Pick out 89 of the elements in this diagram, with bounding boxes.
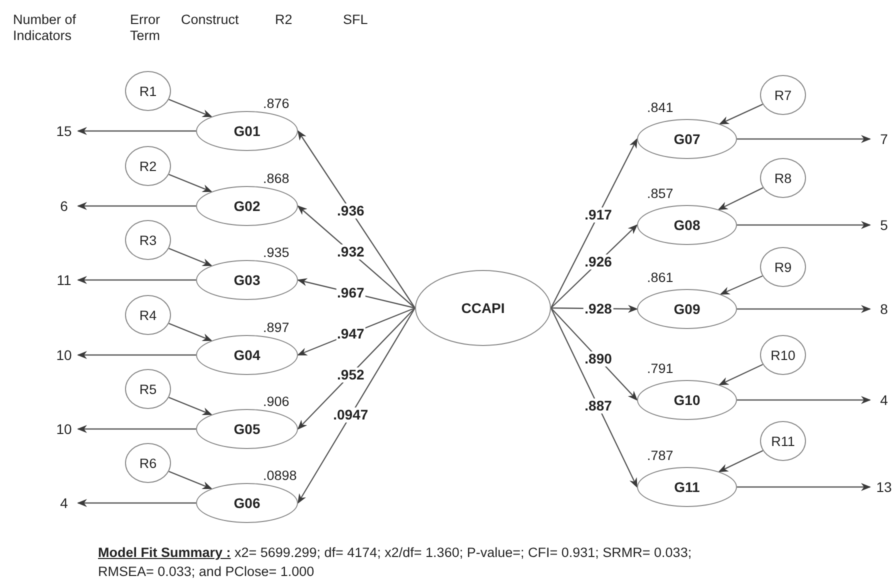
construct-ellipse: G07 [637, 119, 737, 159]
error-term-circle: R10 [760, 335, 806, 375]
arrow [718, 104, 763, 124]
indicator-count: 4 [50, 493, 78, 513]
loading-label: .917 [584, 208, 613, 223]
arrow [297, 130, 416, 308]
arrow [720, 275, 763, 295]
r-squared-value: .868 [263, 171, 290, 187]
error-term-circle: R3 [125, 220, 171, 260]
arrow [77, 425, 196, 433]
loading-label: .926 [584, 254, 613, 270]
construct-ellipse: G02 [196, 186, 298, 226]
indicator-count: 6 [50, 196, 78, 216]
column-header: Error Term [130, 12, 161, 44]
r-squared-value: .935 [263, 245, 290, 261]
arrow [737, 221, 871, 229]
r-squared-value: .876 [263, 96, 290, 112]
arrow [168, 322, 212, 342]
arrow [718, 364, 763, 386]
error-term-circle: R2 [125, 146, 171, 186]
column-header: R2 [275, 12, 292, 28]
r-squared-value: .0898 [263, 468, 297, 484]
loading-label: .952 [336, 367, 366, 382]
arrow [168, 248, 212, 266]
construct-ellipse: G01 [196, 111, 298, 151]
arrow [77, 276, 196, 284]
error-term-circle: R1 [125, 71, 171, 111]
error-term-circle: R4 [125, 295, 171, 335]
r-squared-value: .861 [647, 270, 674, 286]
arrow [550, 308, 638, 488]
error-term-circle: R8 [760, 158, 806, 198]
indicator-count: 5 [870, 215, 896, 235]
arrow [297, 308, 416, 430]
loading-label: .887 [584, 398, 613, 414]
construct-ellipse: G10 [637, 380, 737, 420]
arrow [718, 450, 764, 472]
construct-ellipse: G09 [637, 289, 737, 329]
loading-label: .932 [336, 244, 366, 260]
construct-ellipse: G03 [196, 260, 298, 300]
arrow [168, 174, 212, 192]
arrow [77, 202, 196, 210]
indicator-count: 11 [50, 270, 78, 290]
error-term-circle: R5 [125, 369, 171, 409]
arrow [168, 470, 212, 490]
indicator-count: 7 [870, 129, 896, 149]
indicator-count: 10 [50, 419, 78, 439]
arrow [737, 305, 871, 313]
loading-label: .0947 [332, 408, 370, 423]
column-header: Construct [181, 12, 239, 28]
construct-ellipse: G08 [637, 205, 737, 245]
arrow [737, 396, 871, 404]
loading-label: .928 [584, 301, 613, 316]
model-fit-summary: Model Fit Summary : x2= 5699.299; df= 4174; x2/df= 1.360; P-value=; CFI= 0.931; SRMR= 0.033; RMSEA= 0.033; and PClose= 1.000 [98, 544, 693, 581]
error-term-circle: R11 [760, 421, 806, 461]
indicator-count: 8 [870, 299, 896, 319]
arrow [77, 127, 196, 135]
arrow [168, 396, 212, 416]
construct-ellipse: G04 [196, 335, 298, 375]
loading-label: .967 [336, 285, 366, 300]
column-header: Number of Indicators [13, 12, 78, 44]
r-squared-value: .897 [263, 320, 290, 336]
r-squared-value: .857 [647, 186, 674, 202]
construct-ellipse: CCAPI [415, 270, 551, 346]
arrow [737, 483, 871, 491]
arrow [737, 135, 871, 143]
arrow [718, 187, 764, 210]
indicator-count: 4 [870, 390, 896, 410]
loading-label: .936 [336, 203, 366, 218]
r-squared-value: .906 [263, 394, 290, 410]
construct-ellipse: G11 [637, 467, 737, 507]
r-squared-value: .841 [647, 100, 674, 116]
arrow [77, 499, 196, 507]
error-term-circle: R9 [760, 247, 806, 287]
column-header: SFL [343, 12, 368, 28]
arrow [77, 351, 196, 359]
r-squared-value: .791 [647, 361, 674, 377]
r-squared-value: .787 [647, 448, 674, 464]
construct-ellipse: G05 [196, 409, 298, 449]
error-term-circle: R6 [125, 443, 171, 483]
loading-label: .890 [584, 351, 613, 366]
indicator-count: 10 [50, 345, 78, 365]
arrow [168, 98, 212, 118]
indicator-count: 13 [870, 477, 896, 497]
indicator-count: 15 [50, 121, 78, 141]
arrow [297, 308, 416, 504]
construct-ellipse: G06 [196, 483, 298, 523]
loading-label: .947 [336, 326, 366, 342]
error-term-circle: R7 [760, 75, 806, 115]
arrow [550, 138, 638, 308]
